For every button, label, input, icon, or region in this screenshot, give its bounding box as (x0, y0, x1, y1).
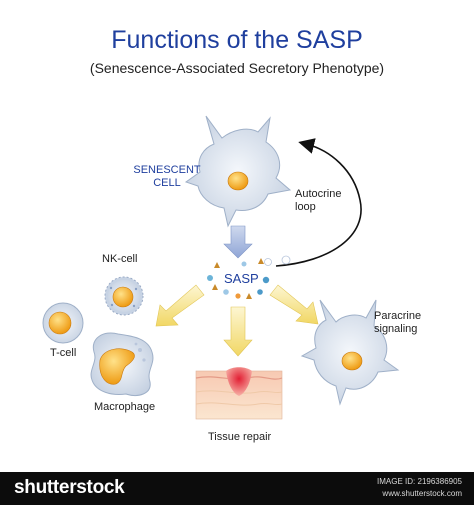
autocrine-loop-label: Autocrine loop (295, 188, 341, 214)
autocrine-loop-label-line1: Autocrine (295, 188, 342, 200)
skin-tissue-icon (195, 367, 283, 420)
paracrine-cell-icon (300, 299, 400, 406)
autocrine-loop-label-line2: loop (295, 201, 316, 213)
sasp-label: SASP (224, 271, 259, 286)
senescent-cell-label-line1: SENESCENT (133, 164, 201, 176)
footer-bar: shutterstock IMAGE ID: 2196386905 www.sh… (0, 472, 474, 505)
nk-cell-icon (104, 276, 144, 316)
paracrine-signaling-label-line2: signaling (374, 323, 418, 335)
tissue-repair-label: Tissue repair (208, 431, 272, 443)
sasp-bubble (281, 255, 291, 265)
nk-cell-label: NK-cell (102, 253, 138, 265)
secretion-arrow (223, 225, 253, 259)
sasp-particles (207, 258, 272, 299)
image-id-text: IMAGE ID: 2196386905 (377, 477, 462, 486)
sasp-diagram (42, 115, 400, 420)
paracrine-signaling-label-line1: Paracrine (374, 310, 422, 322)
arrow-to-tissue-repair (223, 306, 253, 357)
senescent-cell-label: SENESCENT CELL (128, 164, 206, 190)
t-cell-label: T-cell (50, 347, 77, 359)
page-title: Functions of the SASP (111, 26, 363, 54)
t-cell-icon (42, 302, 84, 344)
macrophage-label: Macrophage (94, 401, 156, 413)
senescent-cell-icon (184, 115, 292, 228)
senescent-cell-label-line2: CELL (153, 177, 181, 189)
arrow-to-immune-cells (155, 284, 205, 327)
brand-logo[interactable]: shutterstock (14, 477, 125, 498)
arrow-to-paracrine (269, 284, 319, 325)
autocrine-loop-arrow (275, 138, 362, 267)
paracrine-signaling-label: Paracrine signaling (374, 310, 421, 336)
macrophage-icon (90, 332, 154, 396)
site-url-text[interactable]: www.shutterstock.com (382, 489, 462, 498)
page-subtitle: (Senescence-Associated Secretory Phenoty… (89, 60, 385, 76)
